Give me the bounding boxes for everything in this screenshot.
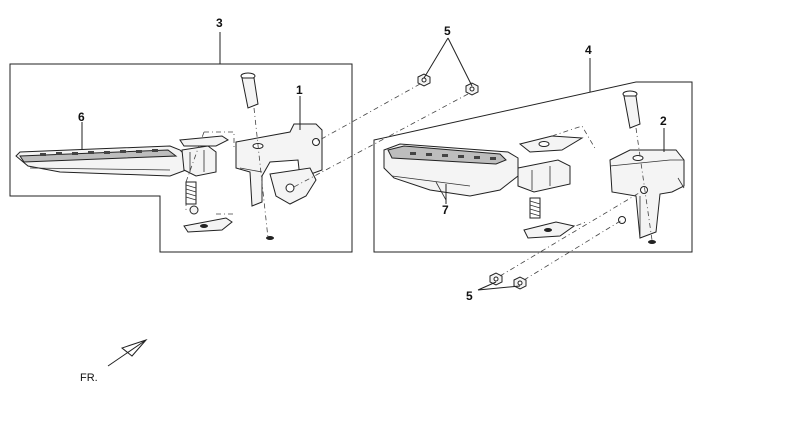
left-footrest-peg: [15, 145, 191, 177]
right-pivot-block: [517, 159, 571, 193]
front-direction-indicator: FR.: [80, 338, 148, 384]
left-pivot-pin: [240, 72, 259, 109]
left-pivot-block: [181, 145, 217, 177]
left-bracket: [235, 123, 323, 207]
right-upper-plate: [518, 135, 584, 153]
left-assembly-boundary: [9, 63, 353, 253]
callout-4: 4: [585, 43, 592, 57]
left-upper-plate: [179, 135, 229, 147]
right-bracket: [609, 149, 685, 239]
nuts-bottom: [489, 189, 645, 290]
leader-lines: [81, 32, 665, 291]
front-arrow-icon: [107, 338, 148, 367]
right-pivot-pin: [622, 90, 641, 129]
callout-5-bottom: 5: [466, 289, 473, 303]
right-footrest-assembly: [373, 81, 693, 253]
right-footrest-peg: [383, 143, 519, 201]
callout-1: 1: [296, 83, 303, 97]
left-footrest-assembly: [9, 63, 353, 253]
callout-6: 6: [78, 110, 85, 124]
right-cotter-pin: [648, 240, 656, 244]
left-lower-plate: [183, 217, 233, 233]
callout-7: 7: [442, 203, 449, 217]
callout-2: 2: [660, 114, 667, 128]
front-label: FR.: [80, 372, 98, 384]
right-assembly-boundary: [373, 81, 693, 253]
left-spring: [185, 181, 197, 205]
left-detent-ball: [189, 205, 199, 215]
right-spring: [529, 197, 541, 219]
nuts-top: [291, 73, 479, 189]
left-cotter-pin: [266, 236, 274, 240]
callout-5-top: 5: [444, 24, 451, 38]
callout-3: 3: [216, 16, 223, 30]
